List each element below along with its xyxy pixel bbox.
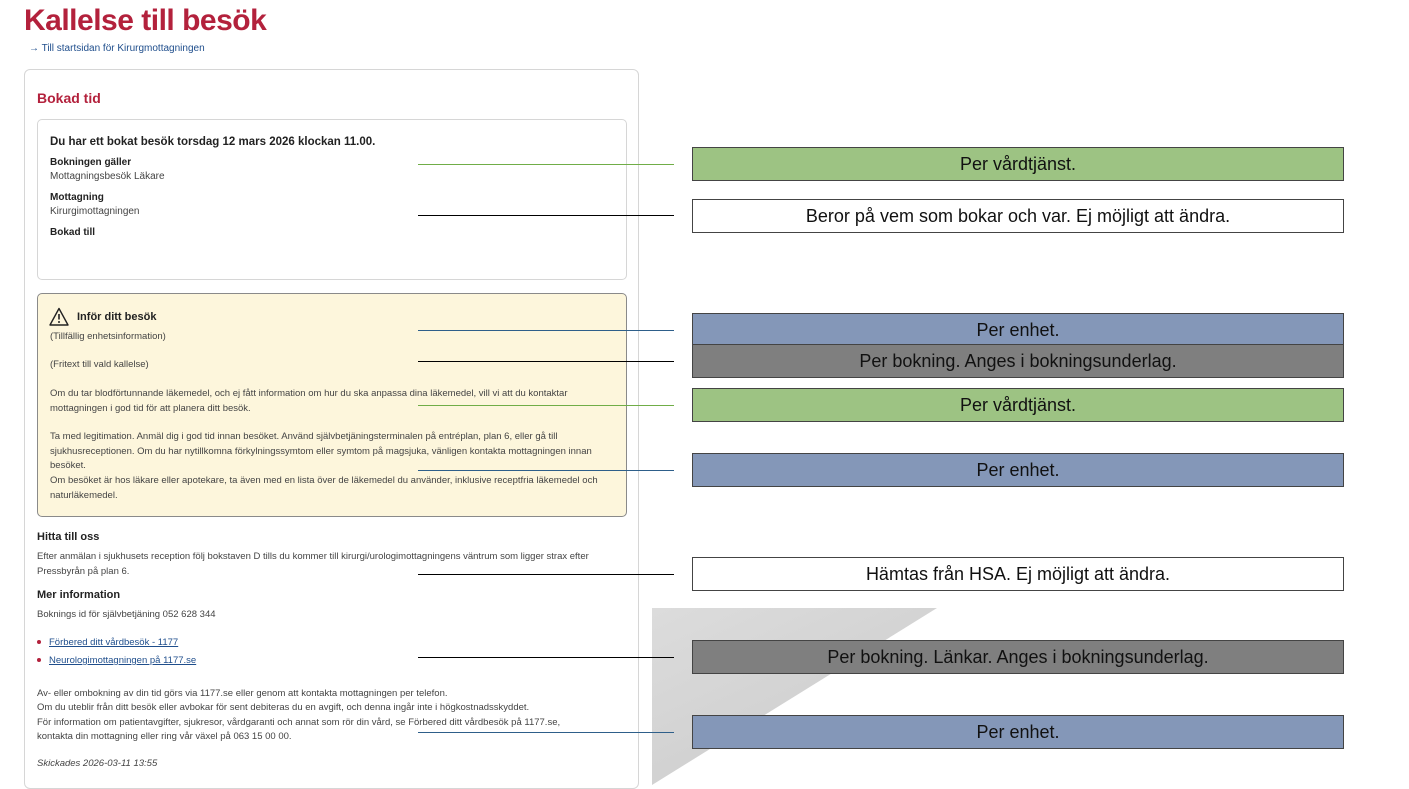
booking-id-text: Boknings id för självbetjäning 052 628 3… <box>37 609 216 620</box>
annotation-per-unit: Per enhet. <box>692 313 1344 347</box>
annotation-per-unit: Per enhet. <box>692 715 1344 749</box>
neurology-clinic-link[interactable]: Neurologimottagningen på 1177.se <box>49 655 197 666</box>
booking-headline: Du har ett bokat besök torsdag 12 mars 2… <box>50 136 376 148</box>
annotation-depends-on-booker: Beror på vem som bokar och var. Ej möjli… <box>692 199 1344 233</box>
connector-line <box>418 574 674 575</box>
annotation-per-care-service: Per vårdtjänst. <box>692 388 1344 422</box>
connector-line <box>418 215 674 216</box>
notice-title: Inför ditt besök <box>77 311 157 323</box>
warning-icon <box>49 307 69 326</box>
bullet <box>37 658 41 663</box>
back-to-start-link[interactable]: → Till startsidan för Kirurgmottagningen <box>29 43 205 54</box>
list-item: Förbered ditt vårdbesök - 1177 <box>37 637 178 648</box>
no-show-fee-text: Om du uteblir från ditt besök eller avbo… <box>37 702 530 713</box>
contact-text: kontakta din mottagning eller ring vår v… <box>37 731 292 742</box>
directions-heading: Hitta till oss <box>37 531 100 543</box>
free-text: (Fritext till vald kallelse) <box>50 359 149 370</box>
prepare-visit-link[interactable]: Förbered ditt vårdbesök - 1177 <box>49 637 179 648</box>
sent-timestamp: Skickades 2026-03-11 13:55 <box>37 758 158 769</box>
rebooking-text: Av- eller ombokning av din tid görs via … <box>37 688 448 699</box>
bullet <box>37 640 41 645</box>
page-title: Kallelse till besök <box>24 4 267 37</box>
medication-list-text: Om besöket är hos läkare eller apotekare… <box>50 475 598 501</box>
booking-applies-value: Mottagningsbesök Läkare <box>50 171 165 182</box>
annotation-from-hsa: Hämtas från HSA. Ej möjligt att ändra. <box>692 557 1344 591</box>
more-info-heading: Mer information <box>37 589 121 601</box>
connector-line <box>418 361 674 362</box>
clinic-value: Kirurgimottagningen <box>50 206 140 217</box>
annotation-per-unit: Per enhet. <box>692 453 1344 487</box>
background-shape <box>652 608 937 785</box>
list-item: Neurologimottagningen på 1177.se <box>37 655 196 666</box>
booking-applies-label: Bokningen gäller <box>50 157 132 168</box>
connector-line <box>418 164 674 165</box>
annotation-per-booking: Per bokning. Anges i bokningsunderlag. <box>692 344 1344 378</box>
connector-line <box>418 657 674 658</box>
booking-details-box <box>37 119 627 280</box>
annotation-per-booking-links: Per bokning. Länkar. Anges i bokningsund… <box>692 640 1344 674</box>
directions-text: Efter anmälan i sjukhusets reception föl… <box>37 551 589 577</box>
temp-unit-info: (Tillfällig enhetsinformation) <box>50 331 166 342</box>
connector-line <box>418 330 674 331</box>
connector-line <box>418 470 674 471</box>
clinic-label: Mottagning <box>50 192 104 203</box>
annotation-per-care-service: Per vårdtjänst. <box>692 147 1344 181</box>
booked-time-heading: Bokad tid <box>37 90 101 106</box>
patient-fees-text: För information om patientavgifter, sjuk… <box>37 717 561 728</box>
connector-line <box>418 405 674 406</box>
connector-line <box>418 732 674 733</box>
medication-text: Om du tar blodförtunnande läkemedel, och… <box>50 388 568 414</box>
booked-for-label: Bokad till <box>50 227 96 238</box>
id-instructions-text: Ta med legitimation. Anmäl dig i god tid… <box>50 431 592 471</box>
